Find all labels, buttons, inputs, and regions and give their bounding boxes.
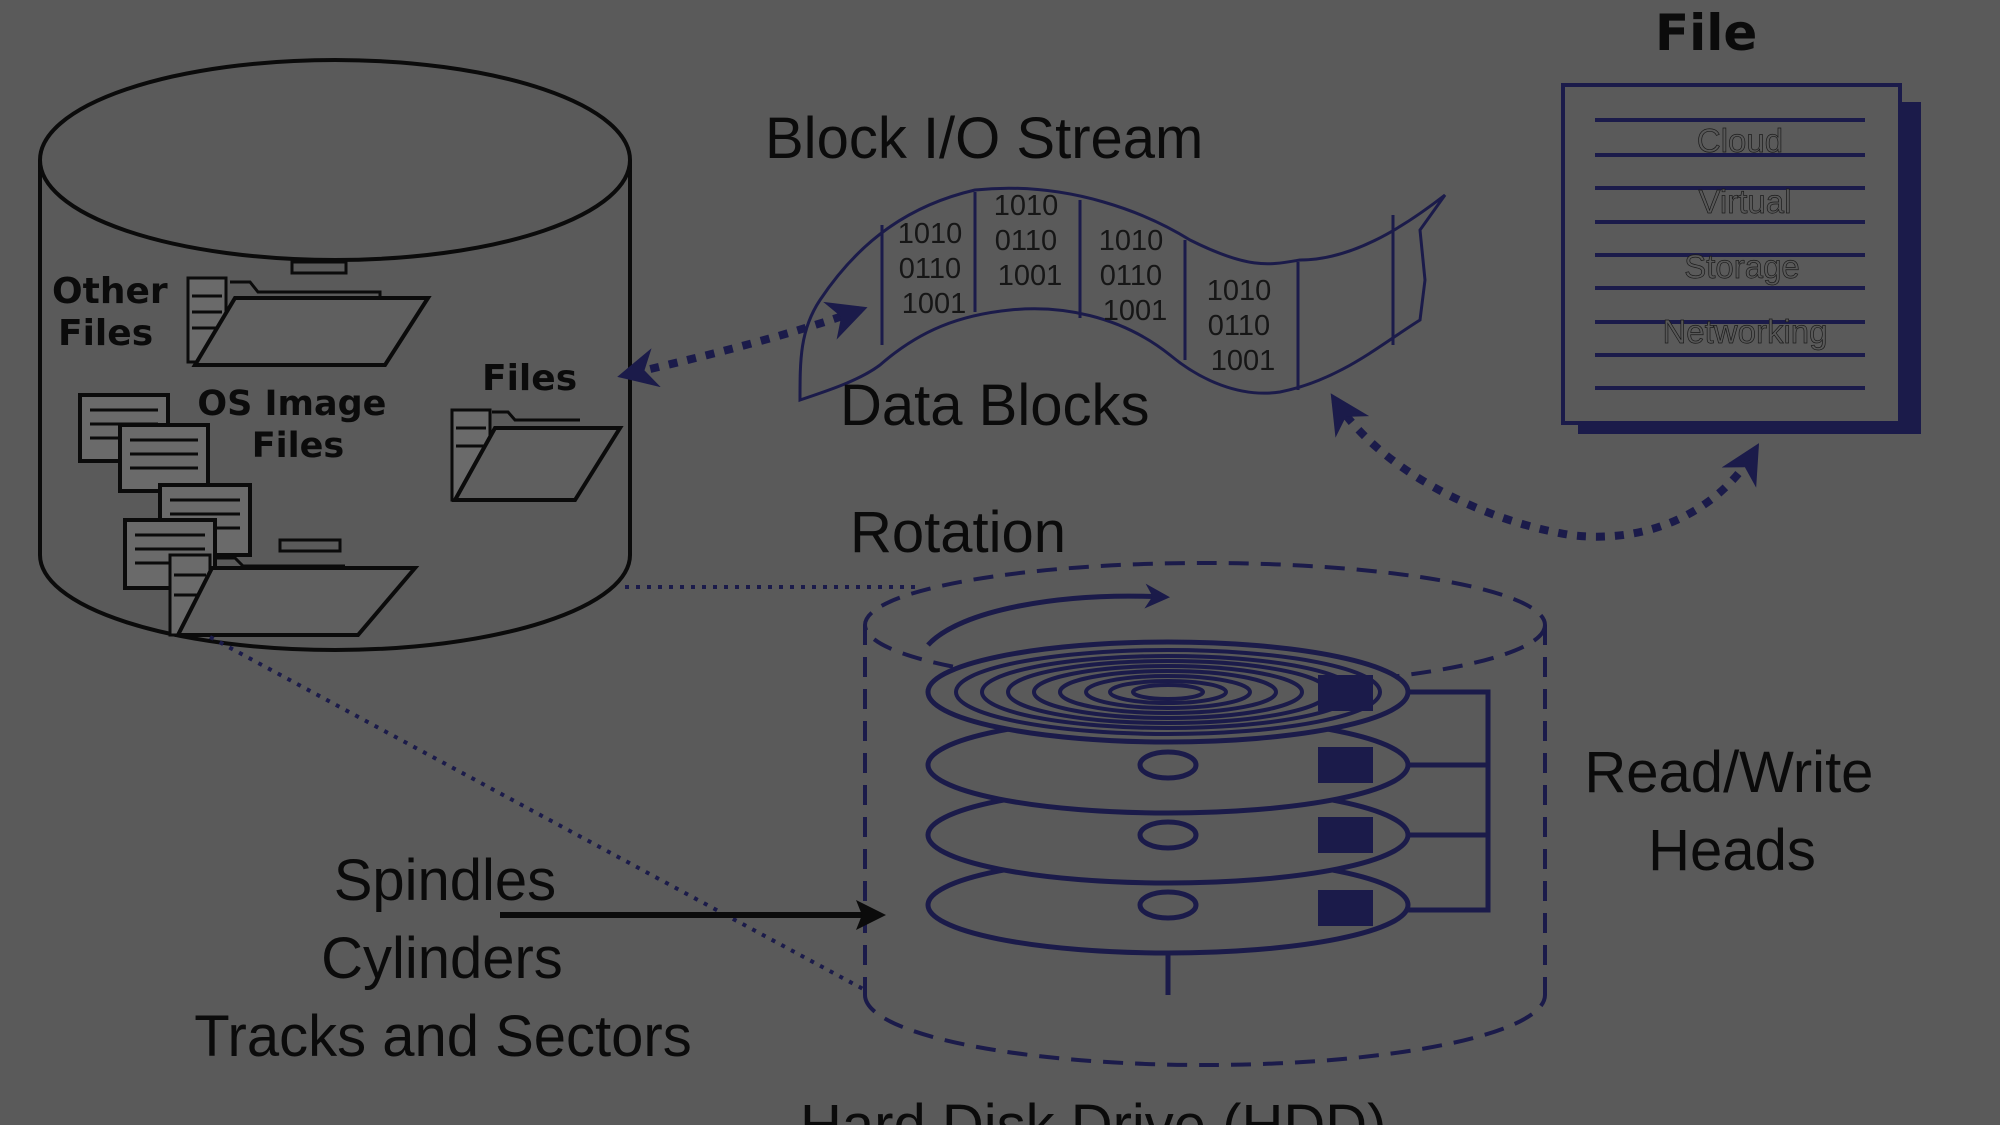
other-files-folder-icon xyxy=(186,260,432,367)
head-4 xyxy=(1318,890,1373,926)
data-block-stream xyxy=(798,186,1447,403)
head-2 xyxy=(1318,747,1373,783)
rotation-arrow xyxy=(926,583,1170,647)
rotation-label: Rotation xyxy=(850,500,1066,565)
data-block-2-bits: 1010 0110 1001 xyxy=(994,190,1067,292)
read-write-heads xyxy=(1318,675,1491,926)
file-line-cloud: Cloud xyxy=(1697,122,1783,159)
os-image-files-label: OS Image Files xyxy=(197,384,398,466)
block-io-stream-title: Block I/O Stream xyxy=(765,106,1203,171)
head-1 xyxy=(1318,675,1373,711)
files-label: Files xyxy=(482,358,577,399)
files-folder-icon xyxy=(450,408,624,502)
other-files-label: Other Files xyxy=(52,271,180,354)
hdd-caption: Hard Disk Drive (HDD) xyxy=(800,1093,1386,1125)
data-blocks-label: Data Blocks xyxy=(840,373,1149,438)
file-title: File xyxy=(1655,4,1757,62)
spindles-cylinders-tracks-label: Spindles Cylinders Tracks and Sectors xyxy=(194,848,691,1069)
data-block-3-bits: 1010 0110 1001 xyxy=(1099,225,1172,327)
stream-to-storage-arrow xyxy=(617,301,868,388)
file-line-networking: Networking xyxy=(1662,313,1827,350)
file-line-storage: Storage xyxy=(1684,248,1800,285)
cylinder-guide-bottom xyxy=(209,635,866,992)
storage-cylinder xyxy=(38,58,632,652)
stream-to-file-arrow xyxy=(1330,393,1760,541)
platter-stack xyxy=(925,639,1411,956)
data-block-1-bits: 1010 0110 1001 xyxy=(898,218,971,320)
lower-folder-icon xyxy=(168,538,420,637)
file-line-virtual: Virtual xyxy=(1699,183,1792,220)
read-write-heads-label: Read/Write Heads xyxy=(1584,740,1889,883)
data-block-4-bits: 1010 0110 1001 xyxy=(1207,275,1280,377)
file-document-icon xyxy=(1561,83,1921,434)
head-3 xyxy=(1318,817,1373,853)
